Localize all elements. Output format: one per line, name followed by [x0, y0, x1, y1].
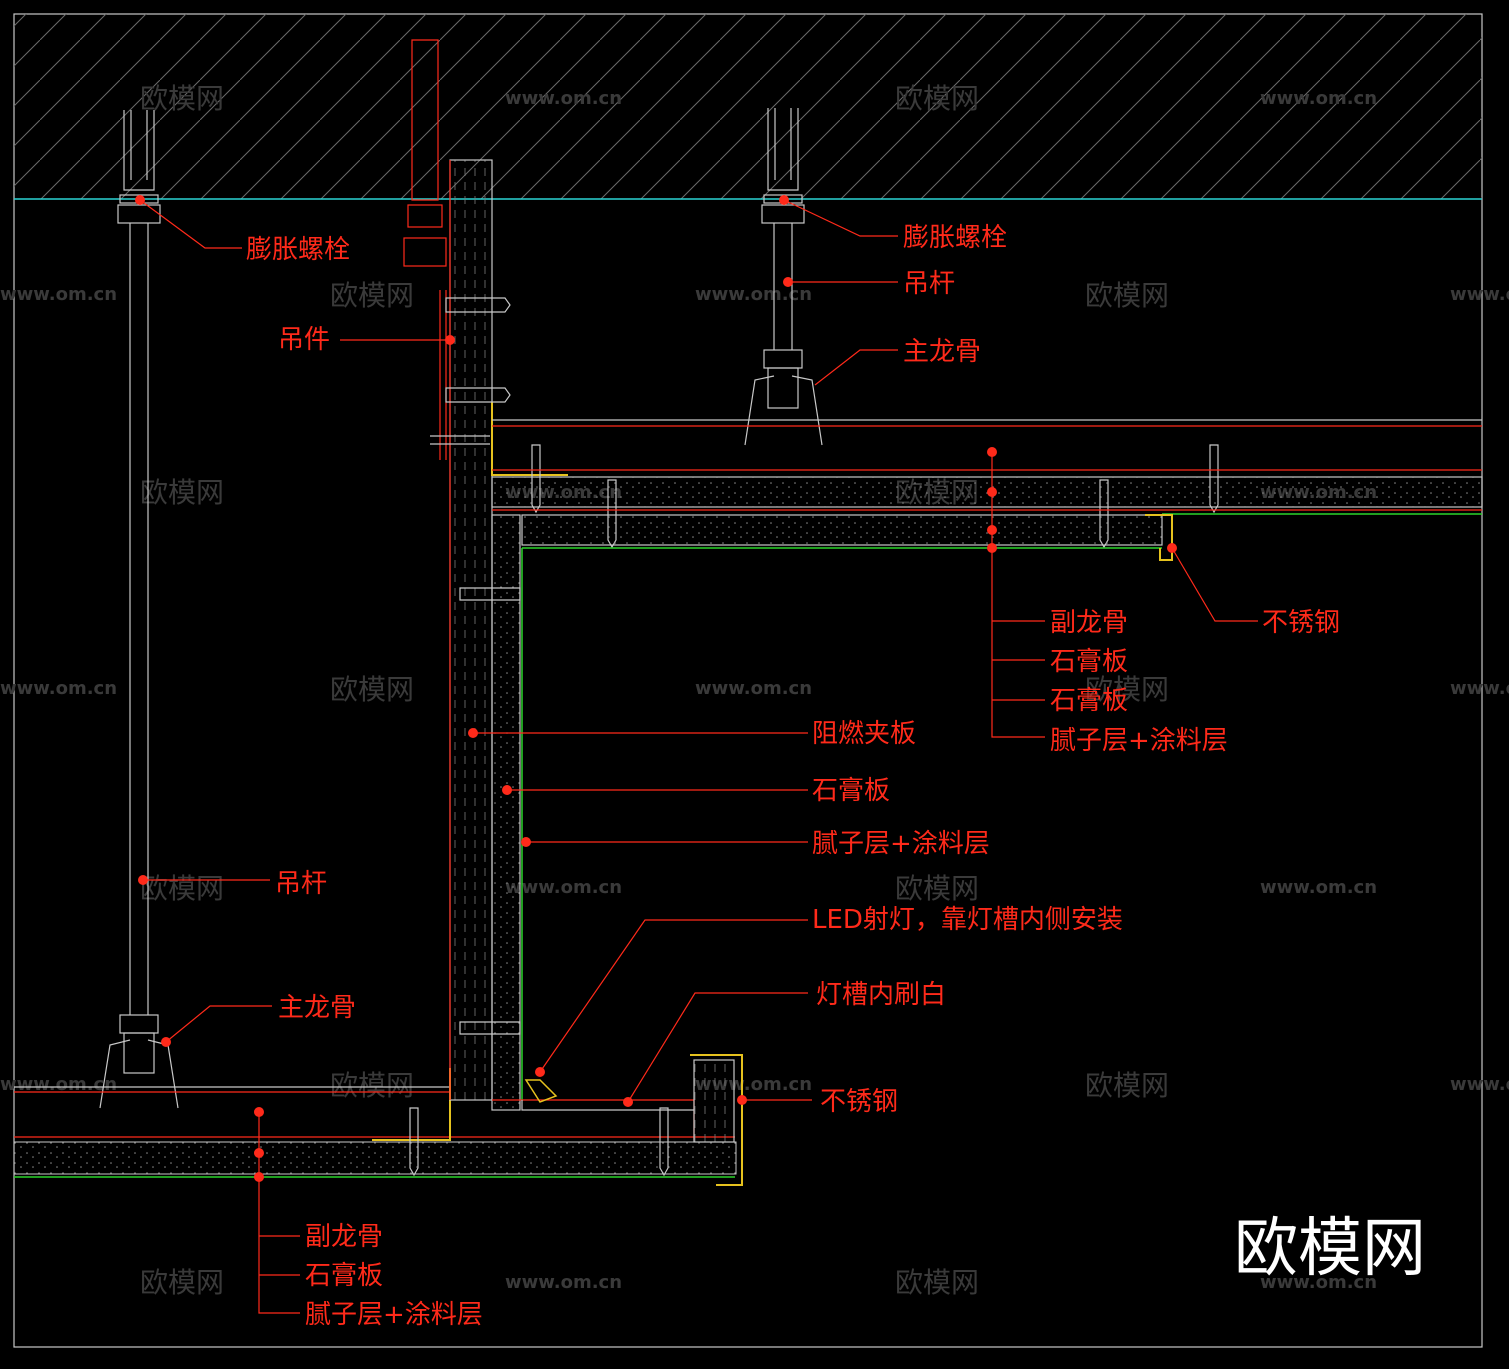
watermark-url: www.om.cn — [1260, 1272, 1377, 1293]
label-stainless-mid: 不锈钢 — [820, 1087, 898, 1117]
watermark-url: www.om.cn — [695, 284, 812, 305]
watermark-url: www.om.cn — [0, 284, 117, 305]
watermark-url: www.om.cn — [1450, 678, 1509, 699]
watermark-brand: 欧模网 — [895, 1266, 979, 1299]
left-expansion-bolt — [123, 110, 155, 191]
label-trough-white: 灯槽内刷白 — [816, 980, 946, 1010]
right-ceiling-layers — [491, 419, 1483, 561]
watermark-url: www.om.cn — [0, 1074, 117, 1095]
watermark-brand: 欧模网 — [1085, 279, 1169, 312]
right-expansion-bolt — [767, 108, 799, 191]
label-gypsum-bottom: 石膏板 — [305, 1261, 383, 1291]
led-spotlight-icon — [524, 1079, 558, 1103]
label-putty-mid: 腻子层+涂料层 — [812, 829, 990, 859]
watermark-url: www.om.cn — [1260, 877, 1377, 898]
watermarks: 欧模网 www.om.cn 欧模网 www.om.cn www.om.cn 欧模… — [0, 82, 1509, 1299]
label-gypsum-right-2: 石膏板 — [1050, 686, 1128, 716]
watermark-brand: 欧模网 — [330, 279, 414, 312]
watermark-url: www.om.cn — [505, 88, 622, 109]
label-gypsum-mid: 石膏板 — [812, 776, 890, 806]
watermark-brand: 欧模网 — [1085, 1069, 1169, 1102]
label-main-keel-left: 主龙骨 — [278, 993, 356, 1023]
watermark-brand: 欧模网 — [1085, 673, 1169, 706]
light-trough — [492, 1054, 743, 1186]
watermark-brand: 欧模网 — [330, 1069, 414, 1102]
watermark-url: www.om.cn — [1450, 1074, 1509, 1095]
label-gypsum-right-1: 石膏板 — [1050, 647, 1128, 677]
label-hanger-rod-right: 吊杆 — [903, 269, 955, 299]
label-putty-bottom: 腻子层+涂料层 — [305, 1300, 483, 1330]
watermark-url: www.om.cn — [505, 1272, 622, 1293]
watermark-brand: 欧模网 — [140, 872, 224, 905]
label-fire-plywood: 阻燃夹板 — [812, 719, 916, 749]
label-secondary-keel-right: 副龙骨 — [1050, 608, 1128, 638]
central-hanger — [403, 39, 447, 460]
label-hanger-fitting: 吊件 — [278, 325, 330, 355]
watermark-url: www.om.cn — [1450, 284, 1509, 305]
brand-logo: 欧模网 — [1234, 1212, 1426, 1286]
right-hanger-assembly — [744, 108, 823, 446]
watermark-url: www.om.cn — [505, 877, 622, 898]
concrete-slab — [14, 14, 1482, 200]
label-putty-right: 腻子层+涂料层 — [1050, 726, 1228, 756]
watermark-brand: 欧模网 — [140, 1266, 224, 1299]
label-expansion-bolt-right: 膨胀螺栓 — [903, 223, 1007, 253]
labels: 膨胀螺栓 膨胀螺栓 吊件 吊杆 主龙骨 副龙骨 石膏板 石膏板 腻子层+涂料层 … — [246, 223, 1340, 1330]
watermark-url: www.om.cn — [695, 678, 812, 699]
leader-dots — [135, 195, 1177, 1182]
label-led-light: LED射灯，靠灯槽内侧安装 — [812, 905, 1123, 935]
label-main-keel-right: 主龙骨 — [903, 337, 981, 367]
watermark-url: www.om.cn — [1260, 88, 1377, 109]
right-main-keel-clip — [744, 375, 823, 446]
label-stainless-right: 不锈钢 — [1262, 608, 1340, 638]
watermark-brand: 欧模网 — [140, 82, 224, 115]
watermark-url: www.om.cn — [0, 678, 117, 699]
left-hanger-assembly — [99, 110, 179, 1109]
watermark-brand: 欧模网 — [330, 673, 414, 706]
watermark-brand: 欧模网 — [895, 872, 979, 905]
label-secondary-keel-bottom: 副龙骨 — [305, 1222, 383, 1252]
label-expansion-bolt-left: 膨胀螺栓 — [246, 235, 350, 265]
vertical-panel — [449, 159, 568, 1111]
label-hanger-rod-left: 吊杆 — [275, 869, 327, 899]
watermark-brand: 欧模网 — [140, 476, 224, 509]
watermark-brand: 欧模网 — [895, 82, 979, 115]
